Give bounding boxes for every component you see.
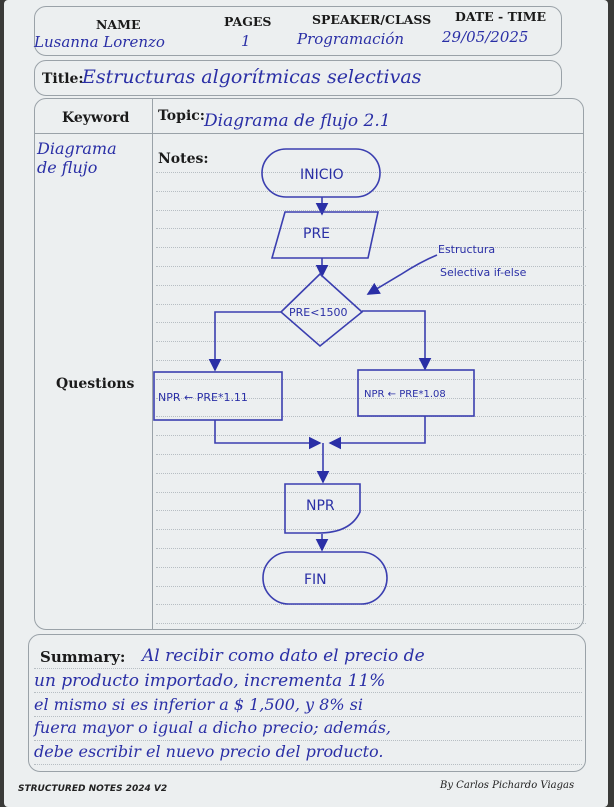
pages-value: 1 — [241, 32, 251, 50]
speaker-value: Programación — [297, 30, 405, 48]
notes-rule — [156, 604, 586, 605]
summary-rule — [34, 716, 582, 717]
notes-rule — [156, 228, 586, 229]
name-value: Lusanna Lorenzo — [34, 33, 165, 51]
right-process-text: NPR ← PRE*1.08 — [364, 389, 446, 400]
notes-rule — [156, 341, 586, 342]
footer-right: By Carlos Pichardo Viagas — [440, 780, 575, 791]
notes-rule — [156, 266, 586, 267]
annotation-line1: Estructura — [438, 243, 495, 256]
output-document — [284, 483, 361, 534]
keyword-label: Keyword — [62, 110, 130, 126]
input-text: PRE — [303, 226, 330, 242]
datetime-label: DATE - TIME — [455, 9, 547, 24]
right-process-box — [357, 369, 475, 417]
summary-rule — [34, 764, 582, 765]
notes-rule — [156, 567, 586, 568]
title-box — [34, 60, 562, 96]
topic-value: Diagrama de flujo 2.1 — [204, 111, 391, 131]
start-terminal — [261, 148, 381, 198]
left-process-box — [153, 371, 283, 421]
topic-label: Topic: — [158, 108, 205, 124]
notes-rule — [156, 360, 586, 361]
title-value: Estructuras algorítmicas selectivas — [82, 66, 422, 88]
start-text: INICIO — [300, 167, 344, 183]
notes-rule — [156, 210, 586, 211]
notes-label: Notes: — [158, 151, 209, 167]
notes-rule — [156, 492, 586, 493]
title-label: Title: — [42, 71, 84, 87]
notes-rule — [156, 548, 586, 549]
notes-rule — [156, 379, 586, 380]
main-box — [34, 98, 584, 630]
summary-line-4: fuera mayor o igual a dicho precio; adem… — [34, 718, 391, 737]
decision-diamond — [279, 272, 364, 348]
end-terminal — [262, 551, 388, 605]
notebook-page: NAME PAGES SPEAKER/CLASS DATE - TIME Lus… — [4, 0, 608, 807]
summary-rule — [34, 740, 582, 741]
summary-rule — [34, 692, 582, 693]
header-box — [34, 6, 562, 56]
summary-rule — [34, 668, 582, 669]
summary-line-2: un producto importado, incrementa 11% — [34, 671, 386, 691]
notes-rule — [156, 398, 586, 399]
summary-line-5: debe escribir el nuevo precio del produc… — [34, 742, 384, 761]
datetime-value: 29/05/2025 — [442, 28, 529, 46]
footer-left: STRUCTURED NOTES 2024 V2 — [18, 784, 168, 794]
notes-rule — [156, 435, 586, 436]
notes-rule — [156, 586, 586, 587]
annotation-line2: Selectiva if-else — [440, 266, 527, 279]
summary-label: Summary: — [40, 648, 126, 666]
notes-rule — [156, 454, 586, 455]
summary-line-3: el mismo si es inferior a $ 1,500, y 8% … — [34, 695, 363, 714]
keyword-divider — [152, 99, 153, 629]
left-process-text: NPR ← PRE*1.11 — [158, 391, 248, 404]
decision-text: PRE<1500 — [289, 306, 347, 319]
keyword-value-line1: Diagrama — [37, 139, 117, 158]
keyword-value-line2: de flujo — [37, 158, 98, 177]
notes-rule — [156, 304, 586, 305]
notes-rule — [156, 322, 586, 323]
input-parallelogram — [270, 211, 379, 259]
name-label: NAME — [96, 17, 141, 32]
notes-rule — [156, 510, 586, 511]
notes-rule — [156, 172, 586, 173]
questions-label: Questions — [56, 376, 135, 392]
end-text: FIN — [304, 572, 327, 588]
summary-box — [28, 634, 586, 772]
speaker-label: SPEAKER/CLASS — [312, 12, 432, 27]
notes-rule — [156, 529, 586, 530]
header-row-divider — [35, 133, 583, 134]
notes-rule — [156, 623, 586, 624]
output-text: NPR — [306, 498, 335, 514]
summary-line-1: Al recibir como dato el precio de — [142, 646, 425, 666]
pages-label: PAGES — [224, 14, 272, 29]
notes-rule — [156, 473, 586, 474]
